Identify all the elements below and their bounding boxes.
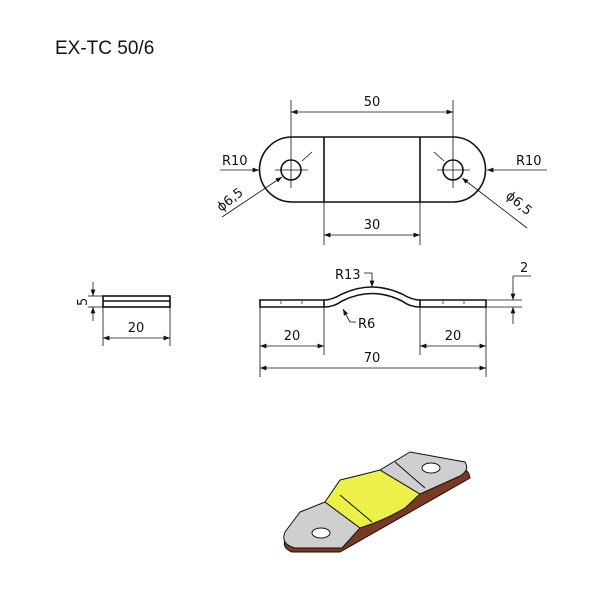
- dim-width: 20: [128, 321, 145, 336]
- top-view: 50 30 R10 R10 ϕ6,5 ϕ6,5: [214, 95, 547, 245]
- hole-left-label: ϕ6,5: [214, 185, 246, 215]
- radius-r13-label: R13: [335, 268, 361, 283]
- hole-right-label: ϕ6,5: [502, 189, 534, 219]
- radius-left-label: R10: [222, 154, 248, 169]
- dim-height: 5: [76, 298, 91, 306]
- dim-flat-left: 20: [284, 329, 301, 344]
- radius-right-label: R10: [516, 154, 542, 169]
- dim-thickness: 2: [520, 261, 528, 276]
- end-view: 5 20: [76, 282, 171, 346]
- dim-overall-length: 70: [364, 351, 381, 366]
- isometric-view: [283, 451, 471, 553]
- dim-50: 50: [364, 95, 381, 110]
- radius-r6-label: R6: [358, 317, 375, 332]
- dim-30: 30: [364, 218, 381, 233]
- part-title: EX-TC 50/6: [55, 38, 155, 59]
- dim-flat-right: 20: [445, 329, 462, 344]
- side-view: 2 R13 R6 20 20 70: [259, 261, 531, 377]
